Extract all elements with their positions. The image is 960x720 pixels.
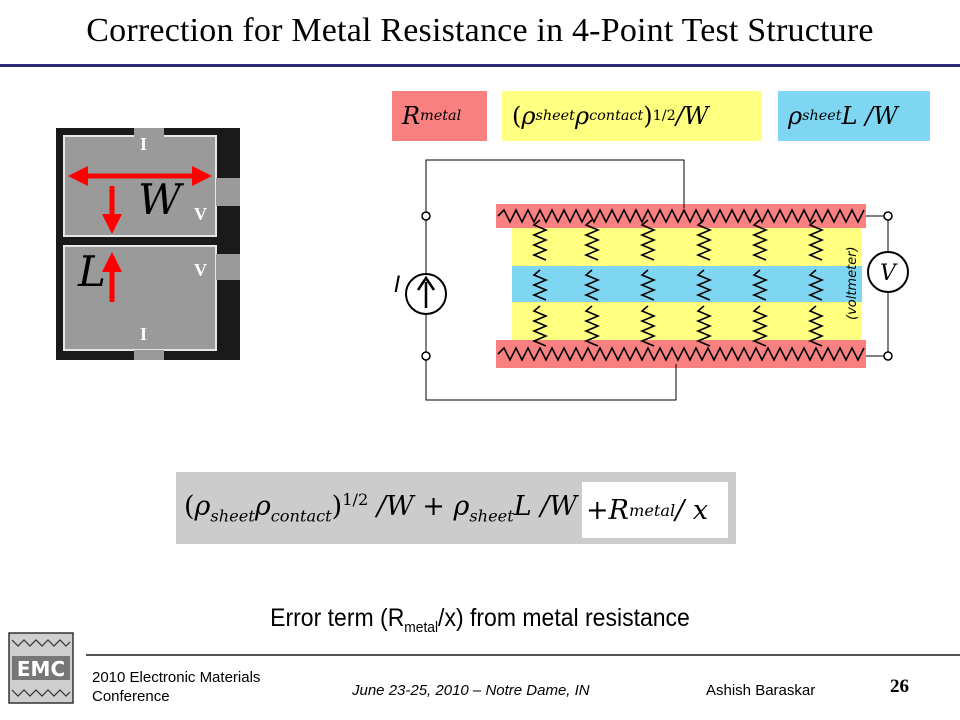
l-over-w: L /W xyxy=(513,491,578,522)
contact-subscript: contact xyxy=(589,108,644,124)
bottom-contact-band xyxy=(512,302,862,340)
author-name: Ashish Baraskar xyxy=(706,682,816,699)
caption-part: Error term (R xyxy=(270,604,405,632)
open-paren: ( xyxy=(512,102,522,130)
divide-w-plus: /W + xyxy=(368,491,454,522)
title-divider xyxy=(0,64,960,67)
slide-title: Correction for Metal Resistance in 4-Poi… xyxy=(86,12,874,49)
conference-date: June 23-25, 2010 – Notre Dame, IN xyxy=(352,682,590,699)
sheet-band xyxy=(512,266,862,302)
voltmeter-label: V xyxy=(880,261,898,286)
rho-symbol: ρ xyxy=(521,102,536,130)
l-over-w: L /W xyxy=(841,102,898,130)
voltmeter-note: (voltmeter) xyxy=(845,246,860,320)
open-paren: ( xyxy=(184,491,195,522)
footer-divider xyxy=(86,654,960,656)
metal-subscript: metal xyxy=(420,108,462,124)
contact-subscript: contact xyxy=(270,506,332,526)
rho-symbol: ρ xyxy=(788,102,803,130)
conference-name: 2010 Electronic Materials Conference xyxy=(92,669,261,705)
close-paren: ) xyxy=(331,491,343,522)
emc-logo: EMC xyxy=(8,632,74,704)
sheet-subscript: sheet xyxy=(535,108,575,124)
page-number: 26 xyxy=(890,676,909,697)
rho-symbol: ρ xyxy=(254,491,271,522)
rho-symbol: ρ xyxy=(194,491,211,522)
rho-symbol: ρ xyxy=(453,491,470,522)
voltmeter xyxy=(867,251,909,293)
current-arrow-icon xyxy=(416,275,436,308)
metal-symbol: R xyxy=(402,102,421,130)
metal-subscript: metal xyxy=(628,500,676,520)
voltage-label-lower: V xyxy=(194,260,207,280)
plus-sign: + xyxy=(586,494,609,526)
divide-w: /W xyxy=(675,102,709,130)
test-structure-photo: I V V I W L xyxy=(56,128,240,360)
equivalent-circuit-diagram: I V (voltmeter) xyxy=(394,159,909,401)
exponent: 1/2 xyxy=(652,108,676,124)
top-contact-band xyxy=(512,228,862,266)
close-paren: ) xyxy=(643,102,653,130)
voltage-label-upper: V xyxy=(194,204,207,224)
sheet-subscript: sheet xyxy=(210,506,255,526)
caption-part: /x) from metal resistance xyxy=(438,604,690,632)
total-resistance-equation: (ρsheetρcontact)1/2 /W + ρsheetL /W xyxy=(184,490,577,525)
metal-symbol: R xyxy=(608,494,629,526)
divide-x: / x xyxy=(675,494,709,526)
length-label: L xyxy=(77,247,106,296)
error-term-caption: Error term (Rmetal/x) from metal resista… xyxy=(38,604,921,636)
exponent: 1/2 xyxy=(342,490,369,509)
sheet-subscript: sheet xyxy=(469,506,514,526)
logo-text: EMC xyxy=(17,657,65,681)
sheet-subscript: sheet xyxy=(802,108,842,124)
rho-symbol: ρ xyxy=(574,102,590,130)
width-label: W xyxy=(138,175,185,224)
current-label-top: I xyxy=(140,134,147,154)
current-label-bottom: I xyxy=(140,324,147,344)
caption-subscript: metal xyxy=(404,619,439,636)
current-source-label: I xyxy=(394,273,401,298)
